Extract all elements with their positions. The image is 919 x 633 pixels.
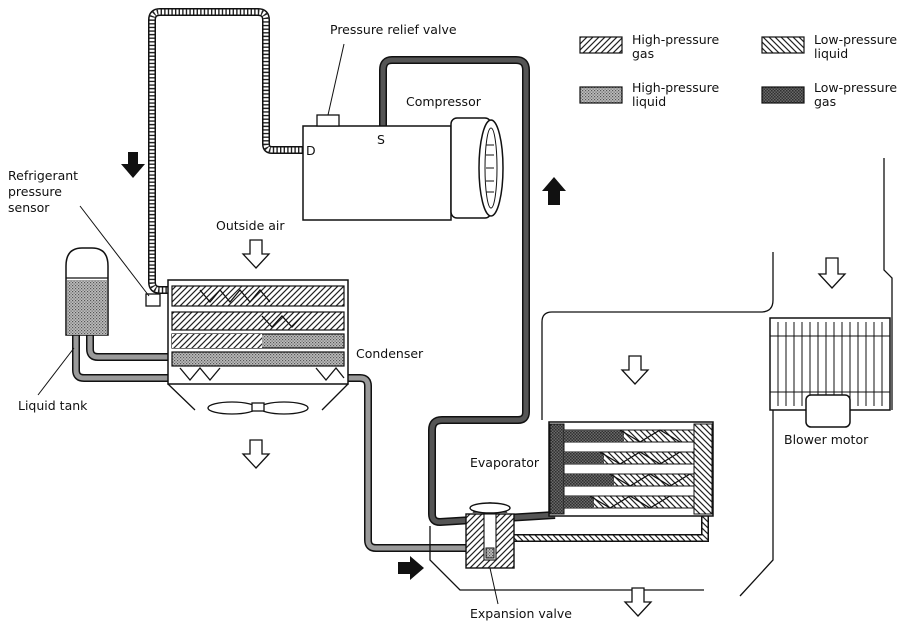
legend-swatch-low-pressure-liquid <box>761 36 805 54</box>
legend: High-pressure gas Low-pressure liquid Hi… <box>579 32 897 109</box>
compressor: Pressure relief valve Compressor D S <box>302 22 504 221</box>
label-condenser: Condenser <box>356 346 424 361</box>
label-discharge-port: D <box>306 143 316 158</box>
label-outside-air: Outside air <box>216 218 285 233</box>
outlet-air-arrow-icon <box>623 587 653 617</box>
legend-swatch-low-pressure-gas <box>761 86 805 104</box>
label-refrigerant-pressure-sensor-3: sensor <box>8 200 50 215</box>
label-pressure-relief-valve: Pressure relief valve <box>330 22 457 37</box>
hvac-duct <box>429 158 893 617</box>
liquid-line <box>72 335 470 552</box>
intake-air-arrow-icon <box>817 257 847 289</box>
blower: Blower motor <box>769 317 891 447</box>
legend-swatch-high-pressure-gas <box>579 36 623 54</box>
legend-swatch-high-pressure-liquid <box>579 86 623 104</box>
duct-air-arrow-icon <box>620 355 650 385</box>
legend-label-high-pressure-gas-2: gas <box>632 46 654 61</box>
condenser: Outside air Condenser <box>167 218 424 469</box>
outside-air-arrow-icon <box>241 239 271 269</box>
refrigerant-pressure-sensor: Refrigerant pressure sensor <box>8 168 161 307</box>
pressure-relief-valve <box>316 114 340 127</box>
legend-label-low-pressure-liquid-2: liquid <box>814 46 848 61</box>
suction-line <box>379 56 556 526</box>
legend-label-low-pressure-gas-2: gas <box>814 94 836 109</box>
liquid-tank: Liquid tank <box>18 247 109 413</box>
label-refrigerant-pressure-sensor-1: Refrigerant <box>8 168 78 183</box>
legend-label-high-pressure-liquid-2: liquid <box>632 94 666 109</box>
label-suction-port: S <box>377 132 385 147</box>
legend-label-low-pressure-liquid-1: Low-pressure <box>814 32 897 47</box>
flow-arrow-right-icon <box>398 556 424 580</box>
flow-arrow-up-icon <box>542 177 566 205</box>
label-evaporator: Evaporator <box>470 455 540 470</box>
condenser-fan-icon <box>207 401 309 415</box>
compressor-body <box>302 125 452 221</box>
expansion-valve: Expansion valve <box>465 502 572 621</box>
discharge-line <box>148 8 303 294</box>
label-liquid-tank: Liquid tank <box>18 398 88 413</box>
label-expansion-valve: Expansion valve <box>470 606 572 621</box>
exhaust-air-arrow-icon <box>241 439 271 469</box>
label-blower-motor: Blower motor <box>784 432 869 447</box>
legend-label-low-pressure-gas-1: Low-pressure <box>814 80 897 95</box>
flow-arrow-down-icon <box>121 152 145 178</box>
label-refrigerant-pressure-sensor-2: pressure <box>8 184 62 199</box>
blower-motor <box>805 394 851 428</box>
legend-label-high-pressure-gas-1: High-pressure <box>632 32 720 47</box>
evaporator: Evaporator <box>470 421 714 517</box>
label-compressor: Compressor <box>406 94 482 109</box>
legend-label-high-pressure-liquid-1: High-pressure <box>632 80 720 95</box>
